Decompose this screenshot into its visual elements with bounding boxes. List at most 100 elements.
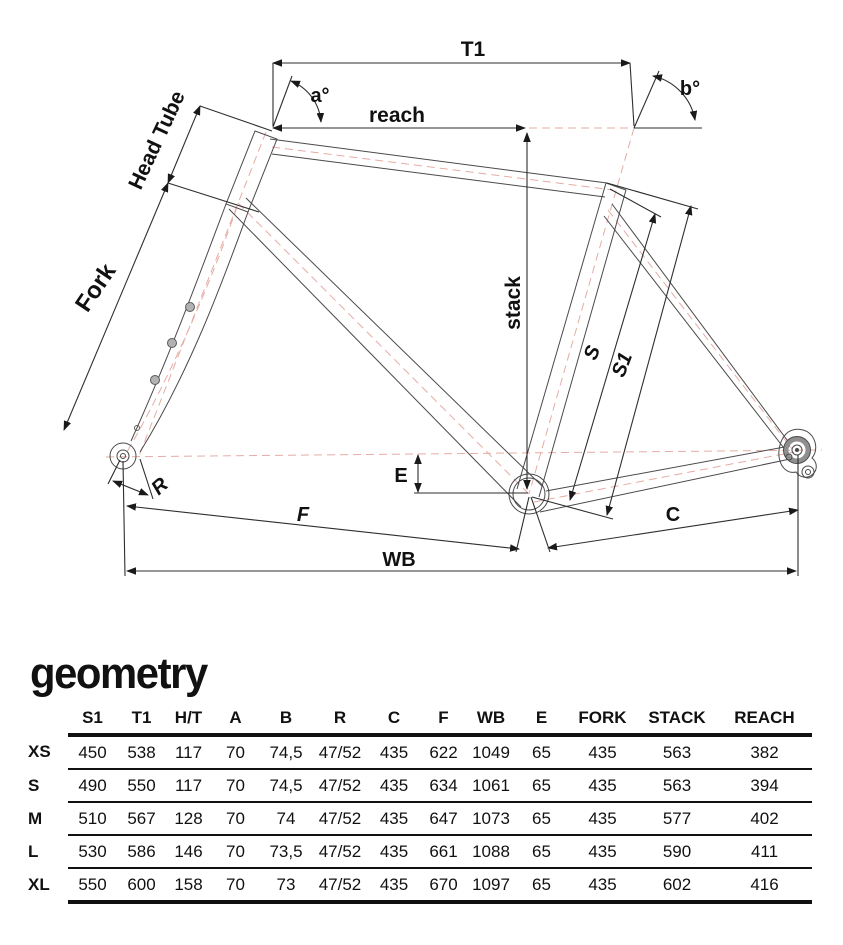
table-cell: 73 xyxy=(260,868,312,904)
table-cell: 70 xyxy=(211,835,260,869)
size-label: M xyxy=(28,808,43,828)
rear-dropout-dot xyxy=(795,448,799,452)
table-cell: 550 xyxy=(68,868,117,904)
table-cell: 1073 xyxy=(467,802,515,836)
table-cell: 70 xyxy=(211,735,260,770)
column-header-r: R xyxy=(312,703,368,737)
table-cell: 490 xyxy=(68,769,117,803)
f-dimension xyxy=(126,503,520,552)
table-cell: 510 xyxy=(68,802,117,836)
column-header-fork: FORK xyxy=(568,703,637,737)
table-cell: 47/52 xyxy=(312,835,368,869)
table-cell: 74,5 xyxy=(260,735,312,770)
table-cell: 117 xyxy=(166,735,211,770)
table-cell: 70 xyxy=(211,769,260,803)
rear-dropout-outer xyxy=(783,436,811,464)
s-label: S xyxy=(580,342,606,363)
s1-dimension xyxy=(605,205,693,516)
bike-geometry-diagram: T1 a° b° reach Head Tube Fork stack S S1… xyxy=(63,38,823,577)
head-tube xyxy=(225,130,278,213)
head-tube-dimension xyxy=(167,105,201,184)
table-cell: 435 xyxy=(568,835,637,869)
fork-blade-centerline xyxy=(126,206,238,453)
column-header-stack: STACK xyxy=(637,703,717,737)
rear-dropout-plate xyxy=(778,428,817,478)
table-cell: 1049 xyxy=(467,735,515,770)
diagram-labels: T1 a° b° reach Head Tube Fork stack S S1… xyxy=(70,38,700,571)
a-angle-label: a° xyxy=(310,85,329,107)
table-cell: 65 xyxy=(515,735,568,770)
table-cell: 577 xyxy=(637,802,717,836)
steering-axis-centerline xyxy=(138,131,267,457)
table-cell: 435 xyxy=(368,769,420,803)
rear-axle-ring xyxy=(783,436,811,464)
table-cell: 670 xyxy=(420,868,467,904)
table-cell: 550 xyxy=(117,769,166,803)
head-tube-label: Head Tube xyxy=(124,87,190,193)
table-cell: 435 xyxy=(568,735,637,770)
top-tube-centerline xyxy=(271,146,614,191)
b-angle-arc xyxy=(652,74,698,121)
chain-stays xyxy=(539,445,791,513)
dimension-lines xyxy=(63,59,799,577)
fork-boss-2 xyxy=(167,338,177,348)
seat-axis-extension xyxy=(633,70,660,129)
size-label: S xyxy=(28,775,40,795)
fork-label: Fork xyxy=(70,258,122,317)
table-cell: 634 xyxy=(420,769,467,803)
table-cell: 563 xyxy=(637,735,717,770)
front-dropout-center xyxy=(120,453,126,459)
table-cell: 622 xyxy=(420,735,467,770)
table-cell: 435 xyxy=(368,735,420,770)
table-cell: 394 xyxy=(717,769,812,803)
e-label: E xyxy=(394,465,407,487)
s1-label: S1 xyxy=(608,349,637,380)
table-cell: 146 xyxy=(166,835,211,869)
r-label: R xyxy=(147,473,173,499)
column-header-e: E xyxy=(515,703,568,737)
s-ext-bottom xyxy=(531,496,614,520)
table-cell: 47/52 xyxy=(312,868,368,904)
table-cell: 661 xyxy=(420,835,467,869)
column-header-f: F xyxy=(420,703,467,737)
column-header-c: C xyxy=(368,703,420,737)
r-dimension xyxy=(112,480,149,496)
wb-label: WB xyxy=(382,549,415,571)
table-cell: 65 xyxy=(515,835,568,869)
table-cell: 530 xyxy=(68,835,117,869)
r-ext-2 xyxy=(139,458,154,500)
axle-centerline xyxy=(105,449,823,458)
table-cell: 411 xyxy=(717,835,812,869)
table-cell: 435 xyxy=(568,868,637,904)
s-ext-top xyxy=(609,188,662,218)
s1-ext-top xyxy=(606,182,699,210)
b-angle-label: b° xyxy=(680,78,700,100)
table-cell: 128 xyxy=(166,802,211,836)
derailleur-hanger-hole xyxy=(805,469,811,475)
corner-cell xyxy=(28,703,68,735)
table-cell: 73,5 xyxy=(260,835,312,869)
column-header-ht: H/T xyxy=(166,703,211,737)
table-cell: 600 xyxy=(117,868,166,904)
t1-ext-right xyxy=(629,62,635,127)
front-dropout-ext xyxy=(122,460,126,577)
table-cell: 450 xyxy=(68,735,117,770)
down-tube-centerline xyxy=(237,202,530,495)
top-tube xyxy=(269,138,608,198)
table-cell: 47/52 xyxy=(312,802,368,836)
table-cell: 65 xyxy=(515,868,568,904)
table-cell: 435 xyxy=(368,802,420,836)
size-label: XL xyxy=(28,875,50,894)
table-cell: 382 xyxy=(717,735,812,770)
table-cell: 563 xyxy=(637,769,717,803)
table-cell: 602 xyxy=(637,868,717,904)
frame-outline xyxy=(109,130,817,515)
fork-dimension xyxy=(63,182,169,431)
table-cell: 117 xyxy=(166,769,211,803)
